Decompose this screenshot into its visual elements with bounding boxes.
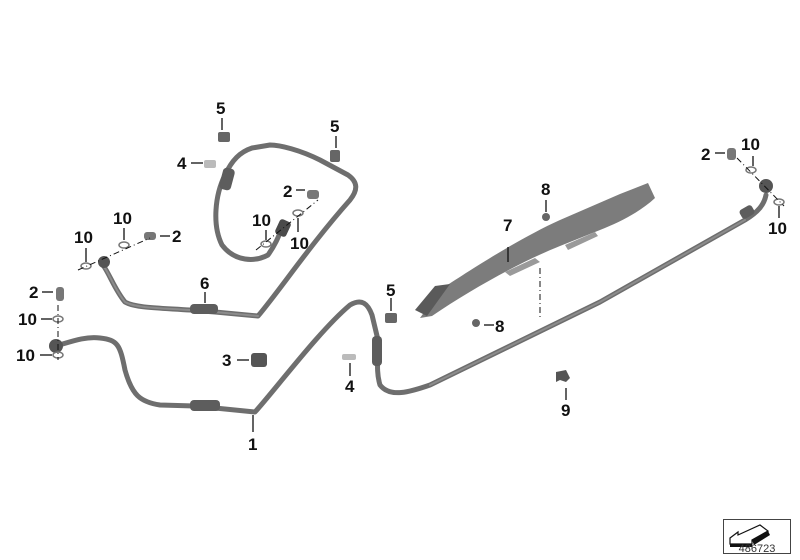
guard-part-7[interactable] <box>415 183 655 318</box>
callout-6[interactable]: 6 <box>200 274 210 293</box>
callout-2[interactable]: 2 <box>701 145 711 164</box>
leader-lines <box>40 118 785 432</box>
callout-10[interactable]: 10 <box>768 219 787 238</box>
callout-8[interactable]: 8 <box>495 317 505 336</box>
callout-7[interactable]: 7 <box>503 216 513 235</box>
callout-2[interactable]: 2 <box>283 182 293 201</box>
hose-sleeve <box>190 400 220 411</box>
banjo-fitting <box>759 179 773 193</box>
callout-9[interactable]: 9 <box>561 401 571 420</box>
callout-10[interactable]: 10 <box>113 209 132 228</box>
clip-part-4[interactable] <box>342 354 356 360</box>
image-number: 486723 <box>738 543 776 555</box>
clip-part-5[interactable] <box>218 132 230 142</box>
bolt-part-8[interactable] <box>542 213 550 221</box>
hose-part-6[interactable] <box>98 142 359 319</box>
callout-2[interactable]: 2 <box>172 227 182 246</box>
clip-part-9[interactable] <box>556 370 570 382</box>
clip-part-5[interactable] <box>330 150 340 162</box>
clip-part-5[interactable] <box>385 313 397 323</box>
hose-sleeve <box>372 336 382 366</box>
view-direction-box[interactable] <box>723 519 791 554</box>
callout-2[interactable]: 2 <box>29 283 39 302</box>
callout-1[interactable]: 1 <box>248 435 258 454</box>
clip-part-3[interactable] <box>251 353 267 367</box>
banjo-fitting <box>98 256 110 268</box>
hose-sleeve <box>739 205 755 219</box>
bolt-part-2[interactable] <box>56 287 64 301</box>
hose-sleeve <box>219 167 235 191</box>
banjo-fitting <box>275 219 291 237</box>
hose-sleeve <box>190 304 218 314</box>
arrow-down-left-icon <box>729 524 770 547</box>
banjo-fitting <box>49 339 63 353</box>
callout-10[interactable]: 10 <box>74 228 93 247</box>
callout-10[interactable]: 10 <box>290 234 309 253</box>
bolt-part-8[interactable] <box>472 319 480 327</box>
callout-4[interactable]: 4 <box>177 154 187 173</box>
callout-10[interactable]: 10 <box>16 346 35 365</box>
callout-5[interactable]: 5 <box>330 117 340 136</box>
hose-part-1[interactable] <box>49 179 773 415</box>
clip-part-4[interactable] <box>204 160 216 168</box>
callout-10[interactable]: 10 <box>18 310 37 329</box>
bolt-part-2[interactable] <box>727 148 736 160</box>
bolt-part-2[interactable] <box>307 190 319 199</box>
callout-3[interactable]: 3 <box>222 351 232 370</box>
callout-4[interactable]: 4 <box>345 377 355 396</box>
callout-5[interactable]: 5 <box>216 99 226 118</box>
callout-10[interactable]: 10 <box>741 135 760 154</box>
bolt-part-2[interactable] <box>144 232 156 240</box>
callout-8[interactable]: 8 <box>541 180 551 199</box>
callout-5[interactable]: 5 <box>386 281 396 300</box>
callout-10[interactable]: 10 <box>252 211 271 230</box>
